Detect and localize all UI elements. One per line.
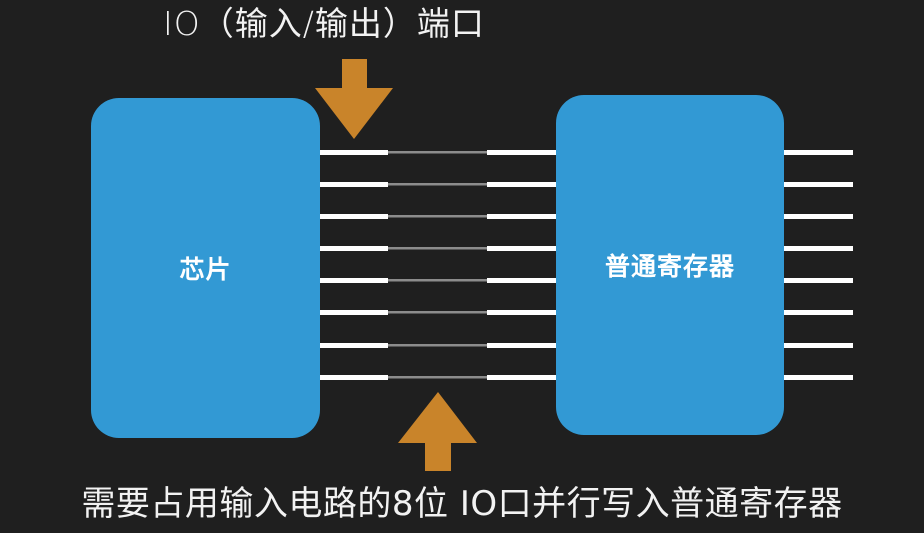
arrow-down-icon — [315, 59, 393, 139]
io-port-title: IO（输入/输出）端口 — [163, 4, 485, 43]
diagram-caption: 需要占用输入电路的8位 IO口并行写入普通寄存器 — [81, 484, 843, 524]
bus-line — [320, 375, 853, 380]
bus-line — [320, 246, 853, 251]
bus-line — [320, 150, 853, 155]
chip-label: 芯片 — [179, 255, 232, 284]
io-bus-lines — [320, 150, 853, 380]
register-label: 普通寄存器 — [604, 252, 735, 281]
bus-line — [320, 182, 853, 187]
arrow-up-icon — [398, 392, 477, 471]
bus-line — [320, 343, 853, 348]
bus-line — [320, 214, 853, 219]
bus-line — [320, 310, 853, 315]
register-block: 普通寄存器 — [556, 95, 784, 435]
bus-line — [320, 278, 853, 283]
chip-block: 芯片 — [91, 98, 320, 438]
